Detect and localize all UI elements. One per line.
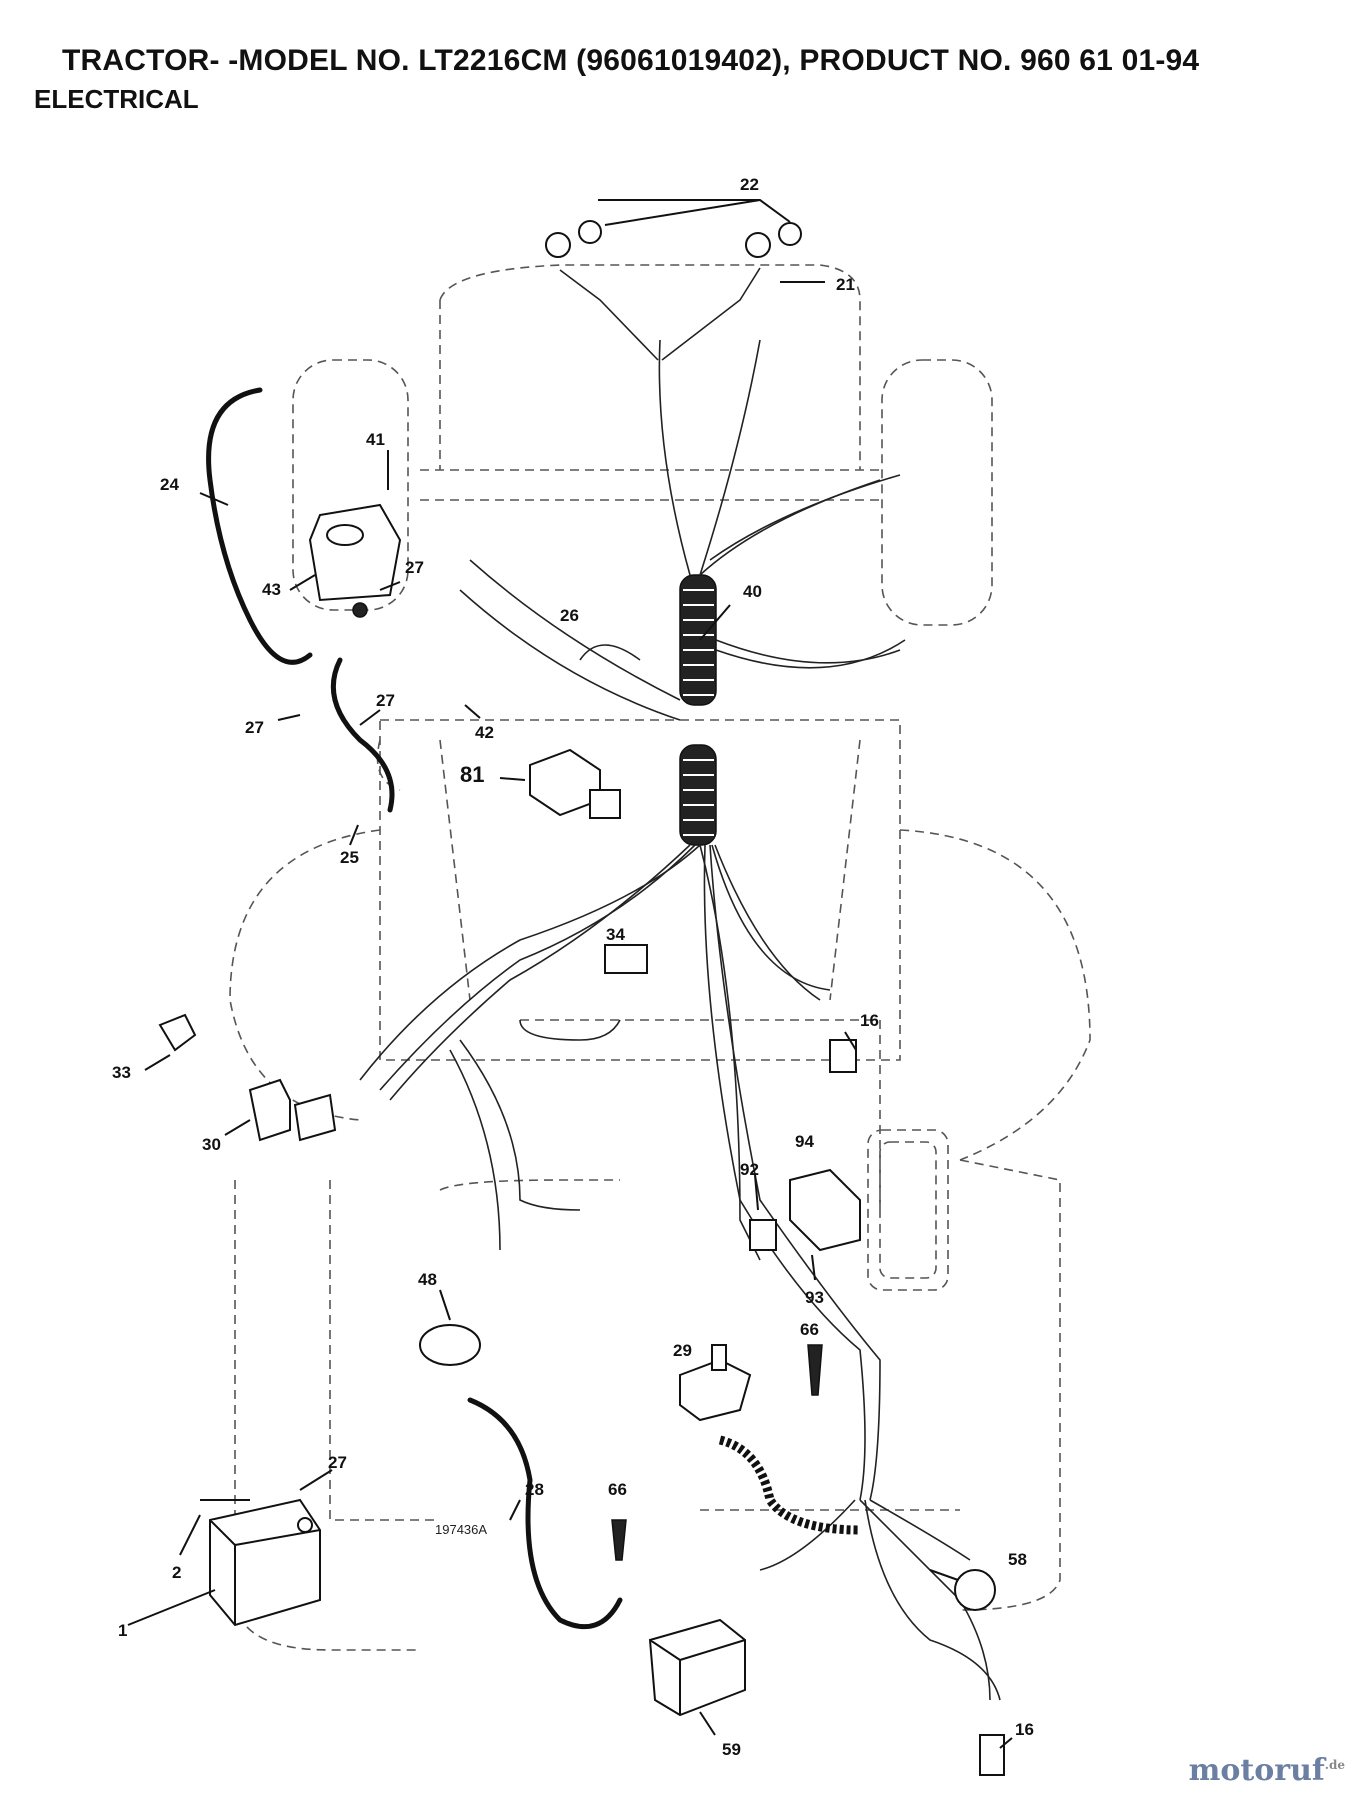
seat-switch [419, 1324, 481, 1366]
bolt-66b [611, 1519, 627, 1561]
callout-24: 24 [160, 475, 179, 494]
battery [200, 1498, 321, 1627]
callout-81: 81 [460, 762, 484, 787]
callout-29: 29 [673, 1341, 692, 1360]
watermark-suffix: .de [1324, 1758, 1345, 1772]
leader-lines [127, 199, 1013, 1749]
switch-34 [604, 944, 648, 974]
callout-16a: 16 [860, 1011, 879, 1030]
callout-25: 25 [340, 848, 359, 867]
callout-43: 43 [262, 580, 281, 599]
callout-28: 28 [525, 1480, 544, 1499]
callout-92: 92 [740, 1160, 759, 1179]
callout-22: 22 [740, 175, 759, 194]
callout-40: 40 [743, 582, 762, 601]
callout-59: 59 [722, 1740, 741, 1759]
connector-92 [749, 1219, 777, 1251]
connector-16 [829, 1039, 857, 1073]
section-subtitle: ELECTRICAL [34, 84, 199, 114]
callout-42: 42 [475, 723, 494, 742]
callout-1: 1 [118, 1621, 127, 1640]
connector-16b [979, 1734, 1005, 1776]
wire-harness [359, 267, 1001, 1701]
callout-2: 2 [172, 1563, 181, 1582]
harness-coil [679, 574, 717, 846]
ignition-module [648, 1618, 746, 1717]
drawing-number: 197436A [435, 1522, 487, 1537]
page-title: TRACTOR- -MODEL NO. LT2216CM (9606101940… [62, 44, 1200, 77]
pto-switch [679, 1344, 752, 1422]
callout-66a: 66 [800, 1320, 819, 1339]
callout-41: 41 [366, 430, 385, 449]
callout-16b: 16 [1015, 1720, 1034, 1739]
fuel-solenoid [954, 1569, 996, 1611]
callout-27b: 27 [376, 691, 395, 710]
module-94 [789, 1168, 861, 1252]
watermark: motoruf.de [1189, 1753, 1345, 1788]
callout-58: 58 [1008, 1550, 1027, 1569]
callout-21: 21 [836, 275, 855, 294]
callout-93: 93 [805, 1288, 824, 1307]
battery-cables [206, 387, 623, 1630]
coil-cord [718, 1435, 861, 1535]
ignition-switch [248, 1078, 337, 1142]
callout-33: 33 [112, 1063, 131, 1082]
tractor-outline [229, 264, 1091, 1651]
callout-34: 34 [606, 925, 625, 944]
callout-26: 26 [560, 606, 579, 625]
callout-30: 30 [202, 1135, 221, 1154]
relay [529, 748, 621, 819]
callout-66b: 66 [608, 1480, 627, 1499]
callouts: 22 21 24 41 43 27 27 27 40 26 42 81 25 3… [112, 175, 1034, 1759]
callout-27a: 27 [405, 558, 424, 577]
starter-solenoid [308, 503, 402, 618]
bolt-66 [807, 1344, 823, 1396]
key [158, 1013, 197, 1052]
callout-48: 48 [418, 1270, 437, 1289]
watermark-text: motoruf [1188, 1753, 1325, 1788]
callout-94: 94 [795, 1132, 814, 1151]
callout-27c: 27 [245, 718, 264, 737]
callout-27d: 27 [328, 1453, 347, 1472]
headlights [545, 220, 802, 258]
